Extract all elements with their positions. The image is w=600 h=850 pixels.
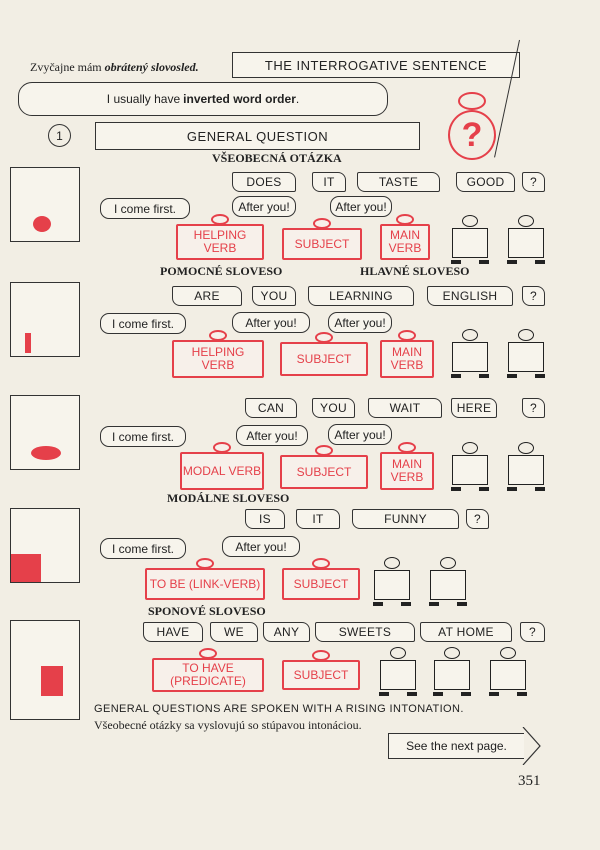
- shirt-icon: [41, 666, 63, 696]
- word-flag: IT: [312, 172, 346, 192]
- speech-bubble: I come first.: [100, 538, 186, 559]
- grammar-sign: TO BE (LINK-VERB): [145, 558, 265, 600]
- word-flag: GOOD: [456, 172, 515, 192]
- parrot-picture: [10, 282, 80, 357]
- page-number: 351: [518, 773, 541, 789]
- grammar-sign: MAIN VERB: [380, 214, 430, 260]
- bubble-text: I usually have: [106, 92, 181, 106]
- intro-italic: obrátený slovosled.: [104, 60, 199, 74]
- speech-bubble: I come first.: [100, 198, 190, 219]
- birds-picture: [10, 167, 80, 242]
- shirt-icon: [11, 554, 41, 582]
- speech-bubble: I come first.: [100, 426, 186, 447]
- grammar-sign: HELPING VERB: [172, 330, 264, 378]
- robot-figure-icon: [507, 329, 545, 378]
- robot-figure-icon: [433, 647, 471, 696]
- grammar-sign: SUBJECT: [282, 558, 360, 600]
- word-flag: ARE: [172, 286, 242, 306]
- speech-bubble-main: I usually have inverted word order.: [18, 82, 388, 116]
- grammar-sign: MAIN VERB: [380, 442, 434, 490]
- word-flag: LEARNING: [308, 286, 414, 306]
- speech-bubble: After you!: [232, 196, 296, 217]
- grammar-sign: HELPING VERB: [176, 214, 264, 260]
- word-flag: IS: [245, 509, 285, 529]
- word-flag: ?: [520, 622, 545, 642]
- mascot-head-icon: [458, 92, 486, 110]
- grapes-icon: [33, 216, 51, 232]
- speech-bubble: I come first.: [100, 313, 186, 334]
- speech-bubble: After you!: [330, 196, 392, 217]
- word-flag: ?: [522, 172, 545, 192]
- word-flag: WE: [210, 622, 258, 642]
- rule-sk: Všeobecné otázky sa vyslovujú so stúpavo…: [94, 718, 362, 732]
- word-flag: TASTE: [357, 172, 440, 192]
- grammar-sign: MAIN VERB: [380, 330, 434, 378]
- category-label: MODÁLNE SLOVESO: [167, 491, 290, 505]
- robot-figure-icon: [451, 215, 489, 264]
- cat-mouse-picture: [10, 395, 80, 470]
- grammar-sign: SUBJECT: [282, 650, 360, 690]
- section-number: 1: [48, 124, 71, 147]
- word-flag: SWEETS: [315, 622, 415, 642]
- robot-figure-icon: [373, 557, 411, 606]
- next-page-arrow: See the next page.: [388, 733, 524, 759]
- bubble-bold: inverted word order: [183, 92, 296, 106]
- intro-text: Zvyčajne mám: [30, 60, 105, 74]
- robot-figure-icon: [507, 215, 545, 264]
- speech-bubble: After you!: [236, 425, 308, 446]
- grammar-sign: SUBJECT: [280, 332, 368, 376]
- perch-icon: [25, 333, 31, 353]
- word-flag: AT HOME: [420, 622, 512, 642]
- robot-figure-icon: [429, 557, 467, 606]
- arrow-head-icon: [522, 727, 541, 765]
- word-flag: ?: [522, 398, 545, 418]
- word-flag: WAIT: [368, 398, 442, 418]
- grammar-sign: TO HAVE (PREDICATE): [152, 648, 264, 692]
- category-label: SPONOVÉ SLOVESO: [148, 604, 266, 618]
- grammar-sign: SUBJECT: [280, 445, 368, 489]
- children-picture: [10, 620, 80, 720]
- word-flag: YOU: [312, 398, 355, 418]
- slovak-intro: Zvyčajne mám obrátený slovosled.: [30, 60, 199, 75]
- section-title-banner: GENERAL QUESTION: [95, 122, 420, 150]
- rule-en: GENERAL QUESTIONS ARE SPOKEN WITH A RISI…: [94, 703, 464, 715]
- word-flag: ENGLISH: [427, 286, 513, 306]
- word-flag: CAN: [245, 398, 297, 418]
- word-flag: IT: [296, 509, 340, 529]
- word-flag: YOU: [252, 286, 296, 306]
- word-flag: HERE: [451, 398, 497, 418]
- robot-figure-icon: [451, 442, 489, 491]
- word-flag: HAVE: [143, 622, 203, 642]
- cushion-icon: [31, 446, 61, 460]
- robot-figure-icon: [489, 647, 527, 696]
- word-flag: FUNNY: [352, 509, 459, 529]
- category-label: POMOCNÉ SLOVESO: [160, 264, 283, 278]
- grammar-sign: MODAL VERB: [180, 442, 264, 490]
- puppet-picture: [10, 508, 80, 583]
- question-mascot-icon: ?: [448, 110, 496, 160]
- word-flag: ?: [522, 286, 545, 306]
- speech-bubble: After you!: [328, 312, 392, 333]
- robot-figure-icon: [379, 647, 417, 696]
- word-flag: ANY: [263, 622, 310, 642]
- robot-figure-icon: [507, 442, 545, 491]
- grammar-sign: SUBJECT: [282, 218, 362, 260]
- section-title-sk: VŠEOBECNÁ OTÁZKA: [212, 151, 342, 165]
- word-flag: DOES: [232, 172, 296, 192]
- speech-bubble: After you!: [222, 536, 300, 557]
- category-label: HLAVNÉ SLOVESO: [360, 264, 470, 278]
- word-flag: ?: [466, 509, 489, 529]
- robot-figure-icon: [451, 329, 489, 378]
- speech-bubble: After you!: [328, 424, 392, 445]
- title-banner: THE INTERROGATIVE SENTENCE: [232, 52, 520, 78]
- speech-bubble: After you!: [232, 312, 310, 333]
- bubble-end: .: [295, 92, 300, 106]
